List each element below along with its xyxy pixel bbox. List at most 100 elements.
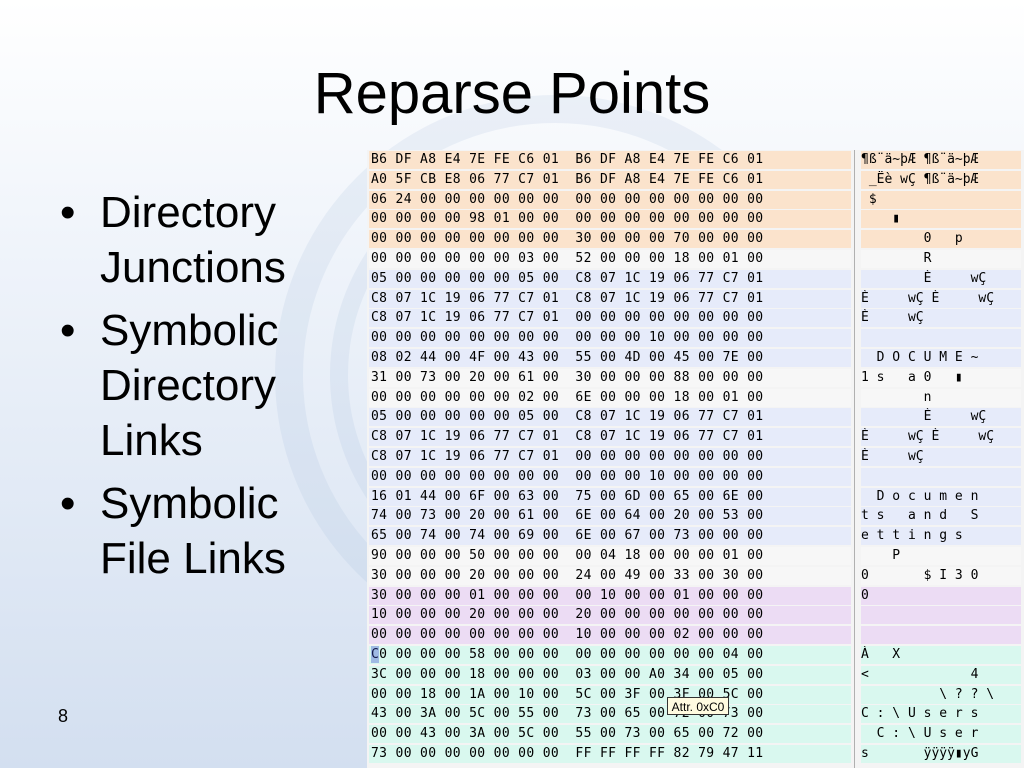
hex-ascii[interactable]: R — [861, 249, 1021, 268]
hex-row[interactable]: 06 24 00 00 00 00 00 00 00 00 00 00 00 0… — [367, 190, 1024, 210]
hex-bytes[interactable]: 31 00 73 00 20 00 61 00 30 00 00 00 88 0… — [369, 368, 851, 387]
hex-bytes[interactable]: C8 07 1C 19 06 77 C7 01 00 00 00 00 00 0… — [369, 309, 851, 328]
hex-row[interactable]: 90 00 00 00 50 00 00 00 00 04 18 00 00 0… — [367, 546, 1024, 566]
hex-row[interactable]: 05 00 00 00 00 00 05 00 C8 07 1C 19 06 7… — [367, 407, 1024, 427]
hex-bytes[interactable]: 00 00 43 00 3A 00 5C 00 55 00 73 00 65 0… — [369, 725, 851, 744]
hex-bytes[interactable]: 43 00 3A 00 5C 00 55 00 73 00 65 00 72 0… — [369, 705, 851, 724]
hex-ascii[interactable]: C : \ U s e r — [861, 725, 1021, 744]
hex-row[interactable]: C8 07 1C 19 06 77 C7 01 00 00 00 00 00 0… — [367, 447, 1024, 467]
attribute-tooltip: Attr. 0xC0 — [667, 697, 729, 715]
hex-bytes[interactable]: 06 24 00 00 00 00 00 00 00 00 00 00 00 0… — [369, 190, 851, 209]
hex-bytes[interactable]: 90 00 00 00 50 00 00 00 00 04 18 00 00 0… — [369, 546, 851, 565]
bullet-item: Directory Junctions — [56, 185, 356, 295]
hex-bytes[interactable]: 30 00 00 00 20 00 00 00 24 00 49 00 33 0… — [369, 566, 851, 585]
hex-ascii[interactable]: 1 s a 0 ▮ — [861, 368, 1021, 387]
hex-row[interactable]: C8 07 1C 19 06 77 C7 01 00 00 00 00 00 0… — [367, 308, 1024, 328]
hex-row[interactable]: 00 00 00 00 98 01 00 00 00 00 00 00 00 0… — [367, 209, 1024, 229]
hex-row[interactable]: 00 00 00 00 00 00 00 00 00 00 00 10 00 0… — [367, 467, 1024, 487]
hex-bytes[interactable]: 00 00 00 00 00 00 03 00 52 00 00 00 18 0… — [369, 249, 851, 268]
hex-ascii[interactable]: n — [861, 388, 1021, 407]
hex-bytes[interactable]: C8 07 1C 19 06 77 C7 01 00 00 00 00 00 0… — [369, 447, 851, 466]
hex-bytes[interactable]: 00 00 18 00 1A 00 10 00 5C 00 3F 00 3F 0… — [369, 685, 851, 704]
hex-ascii[interactable]: È wÇ — [861, 269, 1021, 288]
hex-ascii[interactable]: D O C U M E ~ — [861, 348, 1021, 367]
bullet-list: Directory Junctions Symbolic Directory L… — [56, 185, 356, 594]
hex-row[interactable]: C8 07 1C 19 06 77 C7 01 C8 07 1C 19 06 7… — [367, 427, 1024, 447]
hex-ascii[interactable]: s ÿÿÿÿ▮yG — [861, 744, 1021, 763]
bullet-item: Symbolic File Links — [56, 476, 356, 586]
hex-ascii[interactable]: À X — [861, 645, 1021, 664]
hex-ascii[interactable]: e t t i n g s — [861, 527, 1021, 546]
slide-number: 8 — [58, 706, 69, 726]
hex-bytes[interactable]: 05 00 00 00 00 00 05 00 C8 07 1C 19 06 7… — [369, 269, 851, 288]
hex-ascii[interactable]: 0 p — [861, 230, 1021, 249]
hex-ascii[interactable]: \ ? ? \ — [861, 685, 1021, 704]
hex-ascii[interactable] — [861, 467, 1021, 486]
hex-ascii[interactable]: È wÇ È wÇ — [861, 289, 1021, 308]
hex-ascii[interactable]: È wÇ — [861, 408, 1021, 427]
hex-row[interactable]: 00 00 43 00 3A 00 5C 00 55 00 73 00 65 0… — [367, 724, 1024, 744]
hex-row[interactable]: B6 DF A8 E4 7E FE C6 01 B6 DF A8 E4 7E F… — [367, 150, 1024, 170]
hex-ascii[interactable]: 0 — [861, 586, 1021, 605]
hex-bytes[interactable]: 73 00 00 00 00 00 00 00 FF FF FF FF 82 7… — [369, 744, 851, 763]
hex-row[interactable]: 16 01 44 00 6F 00 63 00 75 00 6D 00 65 0… — [367, 487, 1024, 507]
hex-row[interactable]: 08 02 44 00 4F 00 43 00 55 00 4D 00 45 0… — [367, 348, 1024, 368]
hex-ascii[interactable] — [861, 606, 1021, 625]
hex-row[interactable]: 00 00 00 00 00 00 02 00 6E 00 00 00 18 0… — [367, 388, 1024, 408]
hex-ascii[interactable]: È wÇ È wÇ — [861, 428, 1021, 447]
hex-row[interactable]: 05 00 00 00 00 00 05 00 C8 07 1C 19 06 7… — [367, 269, 1024, 289]
hex-ascii[interactable]: $ — [861, 190, 1021, 209]
hex-bytes[interactable]: 3C 00 00 00 18 00 00 00 03 00 00 A0 34 0… — [369, 665, 851, 684]
hex-bytes[interactable]: C0 00 00 00 58 00 00 00 00 00 00 00 00 0… — [369, 645, 851, 664]
bullet-text: Directory Junctions — [100, 188, 286, 292]
hex-row[interactable]: 65 00 74 00 74 00 69 00 6E 00 67 00 73 0… — [367, 526, 1024, 546]
hex-ascii[interactable]: < 4 — [861, 665, 1021, 684]
hex-bytes[interactable]: 08 02 44 00 4F 00 43 00 55 00 4D 00 45 0… — [369, 348, 851, 367]
hex-row[interactable]: 10 00 00 00 20 00 00 00 20 00 00 00 00 0… — [367, 605, 1024, 625]
hex-row[interactable]: 00 00 00 00 00 00 00 00 10 00 00 00 02 0… — [367, 625, 1024, 645]
hex-ascii[interactable]: P — [861, 546, 1021, 565]
hex-row[interactable]: C8 07 1C 19 06 77 C7 01 C8 07 1C 19 06 7… — [367, 289, 1024, 309]
bullet-text: Symbolic Directory Links — [100, 306, 279, 465]
hex-row[interactable]: 00 00 00 00 00 00 00 00 00 00 00 10 00 0… — [367, 328, 1024, 348]
hex-ascii[interactable]: È wÇ — [861, 447, 1021, 466]
hex-ascii[interactable] — [861, 329, 1021, 348]
hex-bytes[interactable]: 00 00 00 00 00 00 00 00 00 00 00 10 00 0… — [369, 329, 851, 348]
hex-ascii[interactable]: ¶ß¨ä~þÆ ¶ß¨ä~þÆ — [861, 151, 1021, 169]
hex-ascii[interactable]: D o c u m e n — [861, 487, 1021, 506]
hex-bytes[interactable]: 65 00 74 00 74 00 69 00 6E 00 67 00 73 0… — [369, 527, 851, 546]
hex-bytes[interactable]: C8 07 1C 19 06 77 C7 01 C8 07 1C 19 06 7… — [369, 289, 851, 308]
hex-row[interactable]: 30 00 00 00 01 00 00 00 00 10 00 00 01 0… — [367, 586, 1024, 606]
hex-bytes[interactable]: 00 00 00 00 00 00 00 00 10 00 00 00 02 0… — [369, 626, 851, 645]
hex-bytes[interactable]: 05 00 00 00 00 00 05 00 C8 07 1C 19 06 7… — [369, 408, 851, 427]
hex-bytes[interactable]: 10 00 00 00 20 00 00 00 20 00 00 00 00 0… — [369, 606, 851, 625]
hex-ascii[interactable]: 0 $ I 3 0 — [861, 566, 1021, 585]
hex-bytes[interactable]: 74 00 73 00 20 00 61 00 6E 00 64 00 20 0… — [369, 507, 851, 526]
hex-ascii[interactable] — [861, 626, 1021, 645]
hex-bytes[interactable]: 00 00 00 00 98 01 00 00 00 00 00 00 00 0… — [369, 210, 851, 229]
hex-bytes[interactable]: 00 00 00 00 00 00 02 00 6E 00 00 00 18 0… — [369, 388, 851, 407]
hex-bytes[interactable]: A0 5F CB E8 06 77 C7 01 B6 DF A8 E4 7E F… — [369, 170, 851, 189]
bullet-item: Symbolic Directory Links — [56, 303, 356, 468]
hex-bytes[interactable]: B6 DF A8 E4 7E FE C6 01 B6 DF A8 E4 7E F… — [369, 151, 851, 169]
hex-row[interactable]: C0 00 00 00 58 00 00 00 00 00 00 00 00 0… — [367, 645, 1024, 665]
hex-row[interactable]: 3C 00 00 00 18 00 00 00 03 00 00 A0 34 0… — [367, 665, 1024, 685]
hex-row[interactable]: 31 00 73 00 20 00 61 00 30 00 00 00 88 0… — [367, 368, 1024, 388]
hex-ascii[interactable]: È wÇ — [861, 309, 1021, 328]
hex-bytes[interactable]: 30 00 00 00 01 00 00 00 00 10 00 00 01 0… — [369, 586, 851, 605]
hex-row[interactable]: A0 5F CB E8 06 77 C7 01 B6 DF A8 E4 7E F… — [367, 170, 1024, 190]
hex-ascii[interactable]: t s a n d S — [861, 507, 1021, 526]
hex-row[interactable]: 30 00 00 00 20 00 00 00 24 00 49 00 33 0… — [367, 566, 1024, 586]
hex-row[interactable]: 00 00 00 00 00 00 00 00 30 00 00 00 70 0… — [367, 229, 1024, 249]
hex-row[interactable]: 74 00 73 00 20 00 61 00 6E 00 64 00 20 0… — [367, 506, 1024, 526]
hex-ascii[interactable]: ▮ — [861, 210, 1021, 229]
hex-row[interactable]: 00 00 00 00 00 00 03 00 52 00 00 00 18 0… — [367, 249, 1024, 269]
hex-ascii[interactable]: _Ëè wÇ ¶ß¨ä~þÆ — [861, 170, 1021, 189]
hex-bytes[interactable]: 16 01 44 00 6F 00 63 00 75 00 6D 00 65 0… — [369, 487, 851, 506]
hex-bytes[interactable]: 00 00 00 00 00 00 00 00 30 00 00 00 70 0… — [369, 230, 851, 249]
hex-bytes[interactable]: 00 00 00 00 00 00 00 00 00 00 00 10 00 0… — [369, 467, 851, 486]
hex-ascii[interactable]: C : \ U s e r s — [861, 705, 1021, 724]
hex-row[interactable]: 73 00 00 00 00 00 00 00 FF FF FF FF 82 7… — [367, 744, 1024, 764]
hex-bytes[interactable]: C8 07 1C 19 06 77 C7 01 C8 07 1C 19 06 7… — [369, 428, 851, 447]
hex-row[interactable]: 00 00 18 00 1A 00 10 00 5C 00 3F 00 3F 0… — [367, 685, 1024, 705]
